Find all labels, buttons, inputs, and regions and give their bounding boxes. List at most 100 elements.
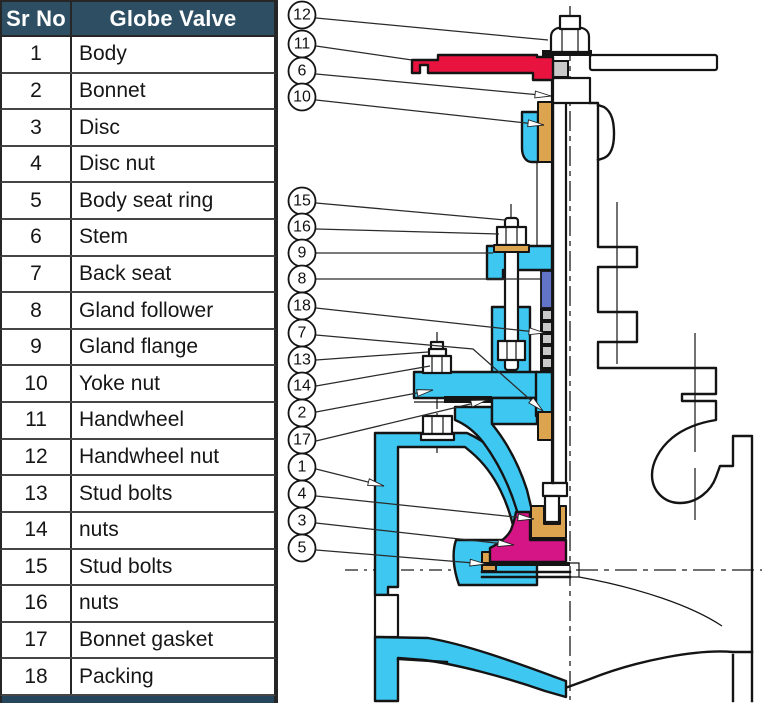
leader-line	[315, 17, 549, 41]
callout-number: 10	[293, 89, 311, 106]
callout-1: 1	[287, 452, 385, 487]
stem-top	[552, 60, 569, 78]
row-part-name: Back seat	[79, 261, 172, 285]
disc-nut	[530, 505, 567, 539]
callout-number: 4	[298, 486, 307, 503]
leader-line	[315, 549, 487, 565]
seat-face	[482, 562, 570, 566]
leader-line	[315, 351, 429, 361]
callout-5: 5	[287, 533, 487, 567]
callout-number: 13	[293, 352, 311, 369]
row-number: 15	[2, 549, 72, 585]
leader-line	[315, 73, 552, 97]
callout-number: 9	[298, 245, 307, 262]
leader-arrowhead	[517, 513, 535, 522]
row-number: 5	[2, 183, 72, 219]
yoke-area	[520, 76, 555, 485]
bonnet-neck-right	[534, 370, 554, 418]
leader-arrowhead	[497, 539, 515, 548]
row-number: 6	[2, 220, 72, 255]
yoke-arm-top	[520, 110, 540, 164]
row-number: 18	[2, 659, 72, 694]
callout-number: 15	[293, 193, 311, 210]
row-part-name: Bonnet gasket	[79, 628, 214, 652]
row-part-name: Stem	[79, 225, 129, 249]
row-part-name: Body	[79, 42, 127, 66]
handwheel	[410, 53, 555, 82]
header-title: Globe Valve	[109, 5, 237, 31]
row-part-name: nuts	[79, 591, 119, 615]
callout-15: 15	[287, 186, 506, 221]
leader-line	[315, 202, 506, 221]
handwheel-right-arm	[588, 53, 719, 72]
row-number: 17	[2, 622, 72, 658]
table-row: 16 nuts	[0, 586, 276, 623]
callout-number: 5	[298, 540, 307, 557]
row-number: 16	[2, 586, 72, 621]
callout-number: 3	[298, 513, 307, 530]
bonnet-stud-bolt	[419, 340, 456, 442]
callout-number: 6	[298, 63, 307, 80]
callout-circle	[287, 82, 317, 112]
row-number: 9	[2, 329, 72, 365]
table-row: 18 Packing	[0, 659, 276, 696]
bonnet-flange	[412, 370, 539, 400]
table-row: 11 Handwheel	[0, 403, 276, 440]
row-part-name: Handwheel	[79, 408, 185, 432]
row-part-name: Stud bolts	[79, 554, 173, 578]
callout-2: 2	[287, 389, 434, 428]
leader-arrowhead	[527, 119, 545, 128]
callout-4: 4	[287, 479, 535, 522]
gland-stud-bolt	[493, 216, 530, 372]
row-number: 4	[2, 146, 72, 182]
leader-line	[315, 228, 500, 235]
callout-number: 18	[293, 298, 311, 315]
callout-number: 1	[298, 459, 307, 476]
stem-end	[558, 14, 582, 31]
leader-line	[315, 399, 488, 442]
row-part-name: Yoke nut	[79, 371, 160, 395]
callout-17: 17	[287, 399, 488, 455]
callout-number: 11	[294, 36, 311, 53]
leader-line	[315, 389, 434, 413]
header-srno: Sr No	[2, 2, 72, 35]
row-part-name: Packing	[79, 664, 154, 688]
bonnet-gasket	[444, 396, 492, 403]
row-number: 2	[2, 73, 72, 109]
leader-line	[315, 365, 431, 387]
table-row: 17 Bonnet gasket	[0, 622, 276, 660]
callout-circle	[287, 0, 317, 30]
row-number: 11	[2, 403, 72, 438]
callout-10: 10	[287, 82, 545, 128]
row-part-name: Gland flange	[79, 335, 199, 359]
back-seat	[537, 411, 553, 441]
callout-number: 14	[293, 378, 311, 395]
callout-number: 17	[293, 432, 311, 449]
callout-number: 16	[293, 219, 311, 236]
gland-nut-lower	[496, 339, 527, 362]
callout-number: 2	[298, 405, 307, 422]
bonnet-nut-lower	[421, 414, 454, 436]
row-number: 13	[2, 476, 72, 511]
row-number: 3	[2, 110, 72, 145]
bonnet-nut-upper	[421, 354, 453, 375]
leader-line	[315, 99, 545, 126]
leader-line	[315, 307, 546, 334]
leader-arrowhead	[470, 399, 488, 408]
leader-line	[315, 334, 544, 412]
table-row: 15 Stud bolts	[0, 549, 276, 587]
callout-18: 18	[287, 291, 546, 336]
row-part-name: Stud bolts	[79, 481, 173, 505]
